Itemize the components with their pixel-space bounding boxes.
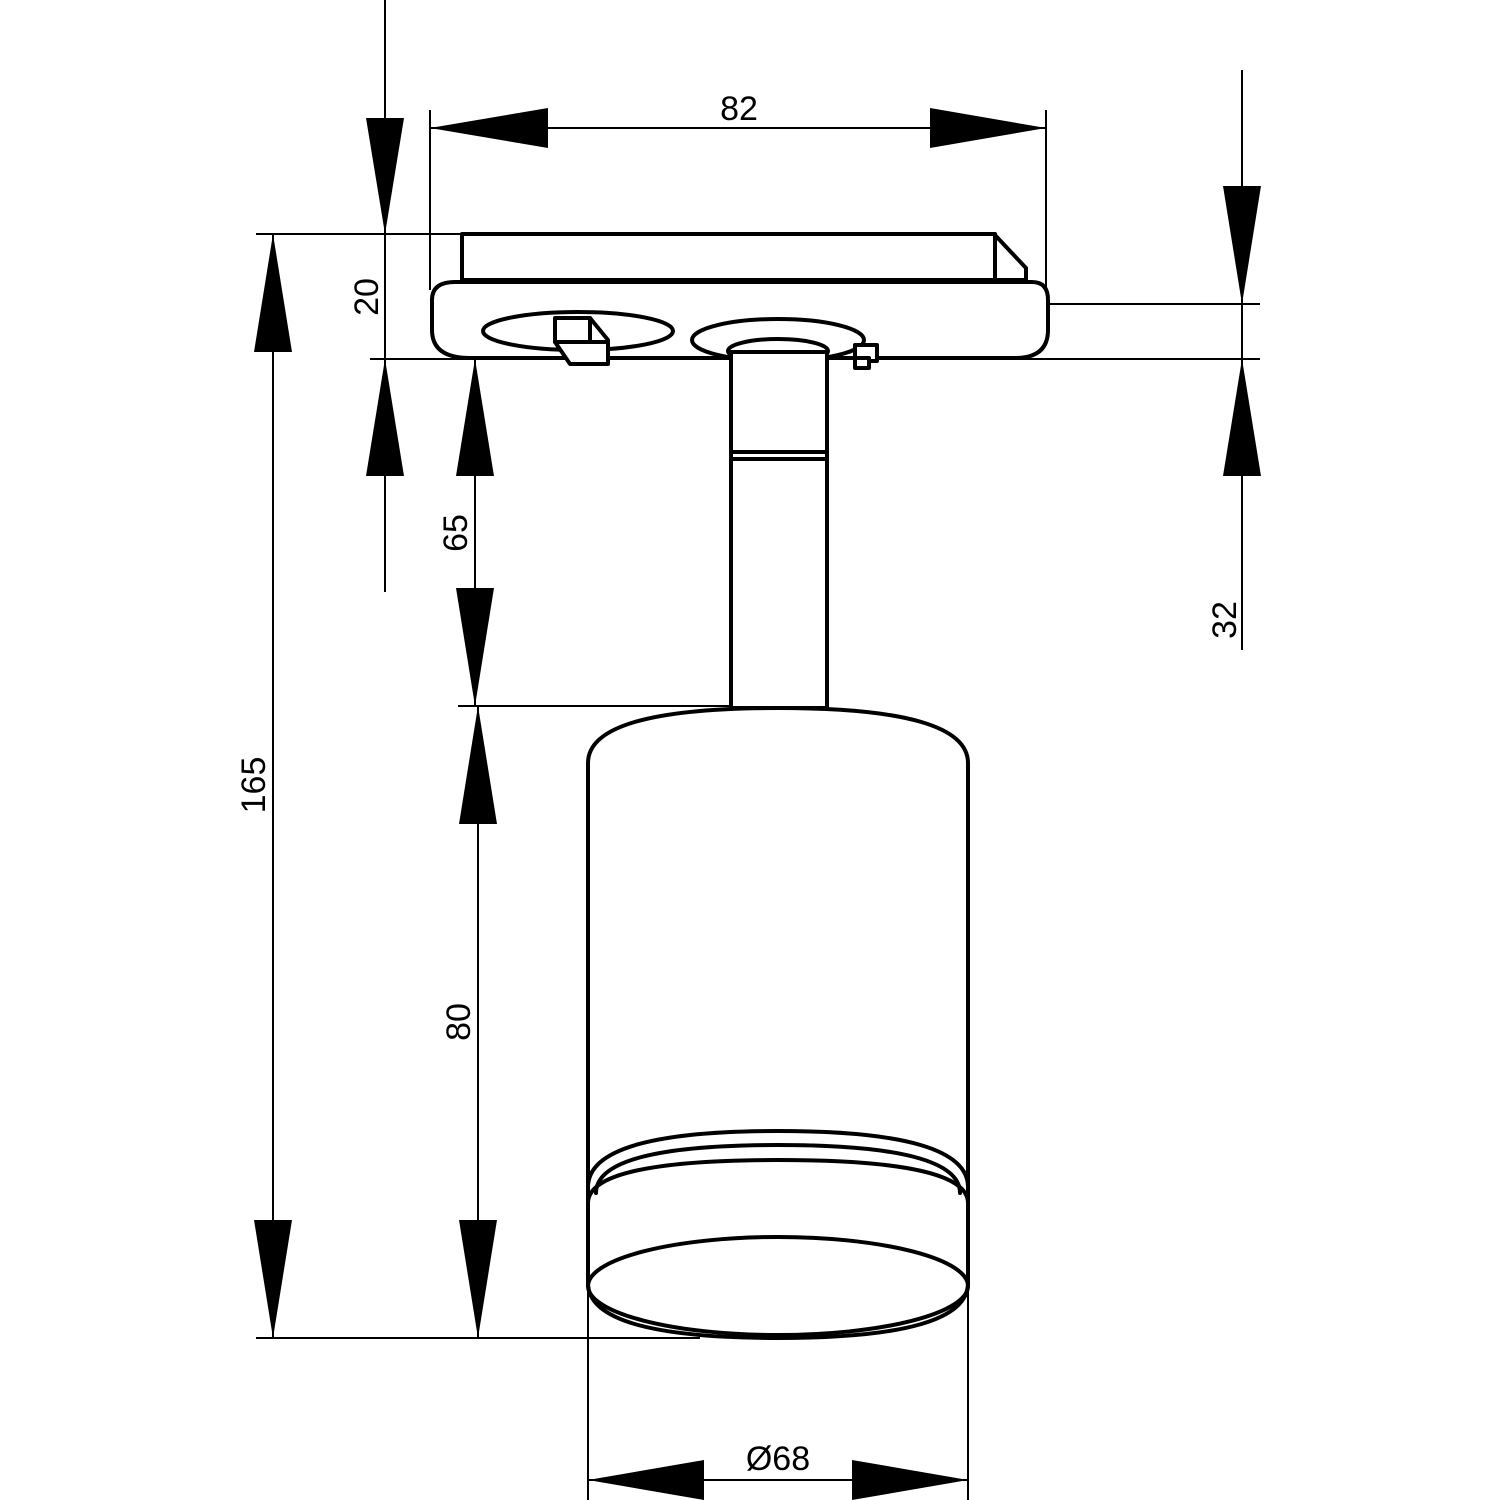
stem (729, 350, 829, 710)
dimension-diameter (588, 1460, 968, 1500)
dimension-offset-right (1223, 70, 1261, 650)
dimension-total-height (254, 234, 292, 1338)
dimension-label-diameter: Ø68 (746, 1440, 810, 1478)
track-adapter (430, 232, 1050, 370)
dimension-label-total-height: 165 (235, 757, 273, 814)
dimension-label-offset-right: 32 (1206, 601, 1244, 639)
dimension-label-stem-height: 65 (437, 514, 475, 552)
dimension-head-height (459, 706, 497, 1338)
dimension-adapter-height (366, 0, 404, 592)
dimension-label-width-top: 82 (720, 90, 758, 128)
dimension-label-adapter-height: 20 (348, 278, 386, 316)
dimension-label-head-height: 80 (440, 1003, 478, 1041)
lamp-head (586, 706, 970, 1340)
dimension-width-top (430, 108, 1046, 148)
dimension-stem-height (456, 359, 494, 706)
